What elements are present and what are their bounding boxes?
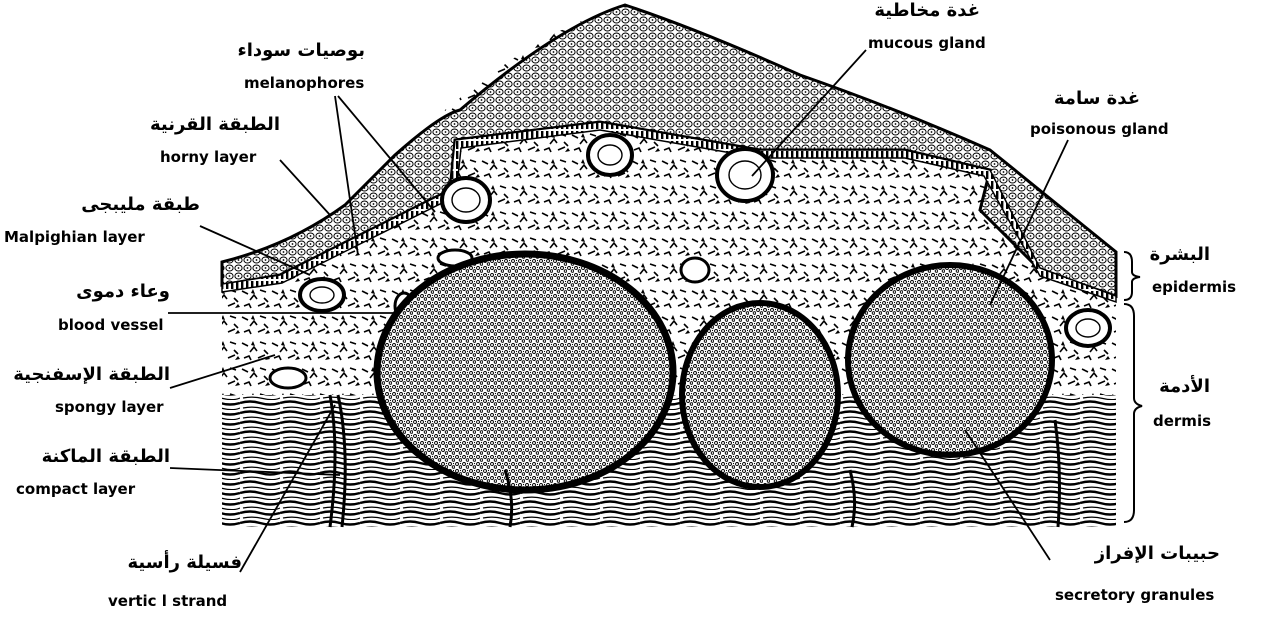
melanophores-label-ar: بوصيات سوداء: [205, 42, 365, 60]
epidermis-label-ar: البشرة: [1130, 246, 1210, 264]
vertical-strand-label-ar: فسيلة رأسية: [100, 554, 242, 572]
horny-layer-label-en: horny layer: [160, 150, 256, 165]
poisonous-gland-label-ar: غدة سامة: [1000, 90, 1140, 108]
poisonous-gland-label-en: poisonous gland: [1030, 122, 1169, 137]
melanophores-label-en: melanophores: [244, 76, 364, 91]
blood-vessel-label-en: blood vessel: [58, 318, 164, 333]
mucous-gland-label-en: mucous gland: [868, 36, 986, 51]
epidermis-label-en: epidermis: [1152, 280, 1236, 295]
secretory-granules-label-ar: حبيبات الإفراز: [1050, 545, 1220, 563]
compact-layer-label-ar: الطبقة الماكنة: [10, 448, 170, 466]
malpighian-label-en: Malpighian layer: [4, 230, 145, 245]
secretory-granules-label-en: secretory granules: [1055, 588, 1214, 603]
dermis-label-ar: الأدمة: [1130, 378, 1210, 396]
blood-vessel-label-ar: وعاء دموى: [30, 283, 170, 301]
malpighian-label-ar: طبقة مليبجى: [60, 196, 200, 214]
horny-layer-label-ar: الطبقة القرنية: [120, 116, 280, 134]
dermis-label-en: dermis: [1153, 414, 1211, 429]
spongy-layer-label-en: spongy layer: [55, 400, 164, 415]
spongy-layer-label-ar: الطبقة الإسفنجية: [0, 366, 170, 384]
vertical-strand-label-en: vertic l strand: [108, 594, 227, 609]
mucous-gland-label-ar: غدة مخاطية: [840, 2, 980, 20]
compact-layer-label-en: compact layer: [16, 482, 135, 497]
